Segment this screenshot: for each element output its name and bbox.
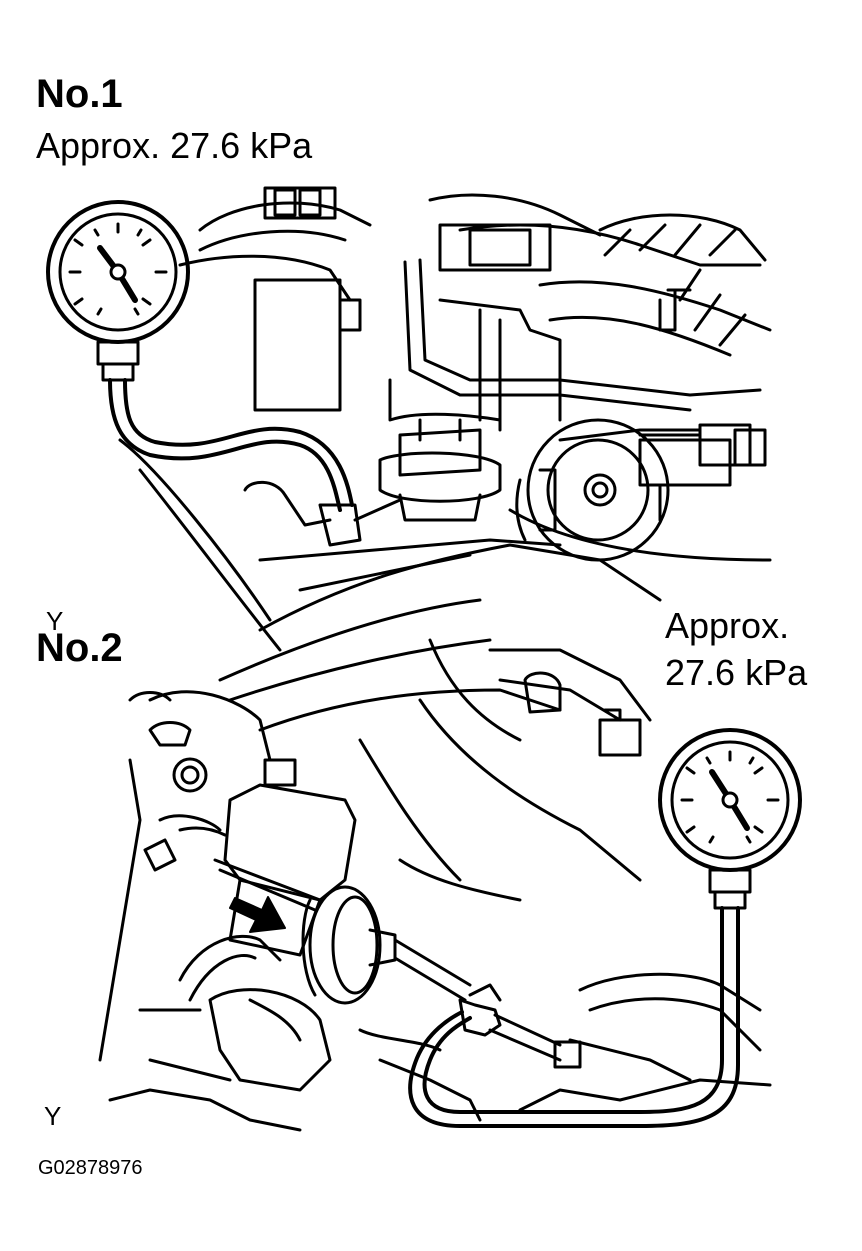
figure-code: G02878976 [38, 1157, 143, 1179]
section2-label: No.2 [36, 626, 123, 670]
engine-illustration-no1 [118, 186, 772, 652]
pressure-gauge-no1 [46, 200, 354, 512]
section2-pressure-line2: 27.6 kPa [665, 652, 808, 693]
section1-label: No.1 [36, 72, 123, 116]
direction-arrow [229, 896, 286, 933]
section2-pressure-line1: Approx. [665, 605, 790, 646]
pressure-gauge-no2 [408, 728, 802, 1128]
section1-pressure: Approx. 27.6 kPa [36, 125, 313, 166]
marker-top: Y [46, 606, 64, 636]
marker-bottom: Y [44, 1101, 62, 1131]
engine-illustration-no2 [98, 543, 772, 1132]
